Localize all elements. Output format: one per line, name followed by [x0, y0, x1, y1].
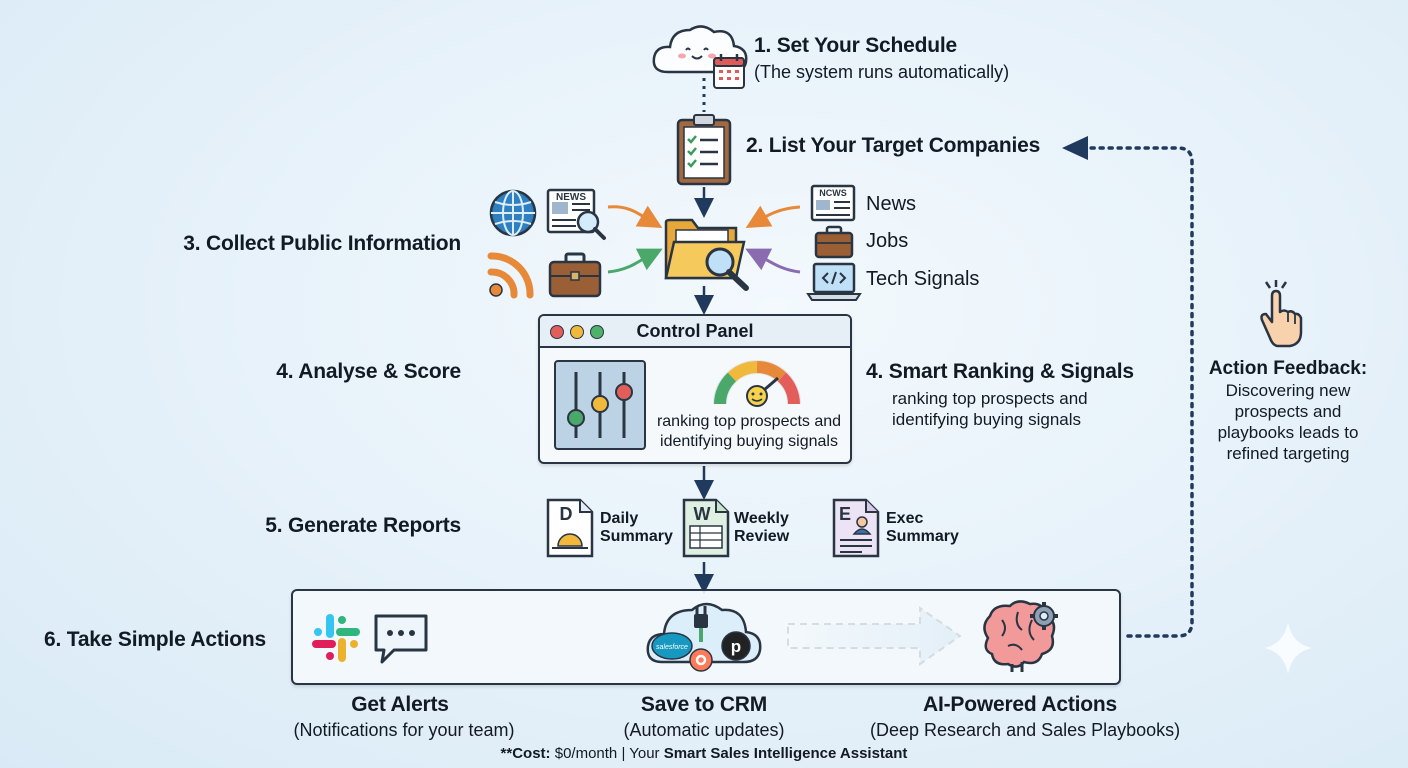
source-arrow-jobs-left [607, 248, 663, 274]
news-source-label: NCWS [819, 188, 847, 198]
laptop-code-icon [806, 262, 862, 307]
step4b-subtitle: ranking top prospects and identifying bu… [892, 388, 1088, 430]
step4b-title: 4. Smart Ranking & Signals [866, 360, 1134, 383]
source-arrow-news-left [607, 205, 663, 229]
score-gauge-icon [712, 356, 802, 417]
step2-title: 2. List Your Target Companies [746, 134, 1041, 157]
ai-title: AI-Powered Actions [923, 693, 1117, 716]
window-maximize-dot [590, 325, 604, 339]
feedback-loop-line [1088, 146, 1194, 638]
salesforce-label: salesforce [656, 644, 688, 651]
pipedrive-letter: p [731, 637, 741, 656]
alerts-subtitle: (Notifications for your team) [293, 720, 515, 740]
cloud-calendar-icon [650, 14, 750, 99]
feedback-l4: refined targeting [1226, 444, 1350, 463]
exec-l1: Exec [886, 510, 924, 527]
footer-cost-label: **Cost: [500, 745, 551, 762]
alerts-title: Get Alerts [351, 693, 449, 716]
step5-title: 5. Generate Reports [265, 514, 461, 537]
feedback-l1: Discovering new [1225, 381, 1351, 400]
step4b-sub2: identifying buying signals [892, 410, 1082, 429]
brain-gear-icon [978, 598, 1064, 677]
daily-l2: Summary [600, 528, 673, 545]
step4b-sub1: ranking top prospects and [892, 389, 1088, 408]
step3-title: 3. Collect Public Information [183, 232, 461, 255]
control-panel-window: Control Panel ranking top prospects and … [538, 314, 852, 464]
daily-letter: D [560, 504, 573, 524]
sliders-icon [554, 360, 646, 450]
daily-summary-label: Daily Summary [600, 510, 673, 546]
feedback-l2: prospects and [1234, 402, 1342, 421]
newspaper-magnifier-icon: NEWS [546, 188, 610, 245]
chat-bubble-icon [372, 612, 430, 671]
jobs-briefcase-icon [814, 225, 854, 263]
crm-cloud-plug-icon: salesforce p [644, 596, 764, 685]
sparkle-decoration [1264, 622, 1312, 674]
control-panel-line1: ranking top prospects and [656, 413, 842, 430]
source-tech-label: Tech Signals [866, 268, 980, 290]
weekly-letter: W [694, 504, 711, 524]
weekly-l2: Review [734, 528, 790, 545]
daily-summary-doc-icon: D [546, 498, 594, 563]
exec-letter: E [839, 504, 851, 524]
feedback-title: Action Feedback: [1208, 358, 1368, 379]
footer-cost: **Cost: $0/month | Your Smart Sales Inte… [0, 745, 1408, 762]
ai-subtitle: (Deep Research and Sales Playbooks) [870, 720, 1181, 740]
step1-title: 1. Set Your Schedule [754, 34, 957, 57]
step6-title: 6. Take Simple Actions [44, 628, 267, 651]
exec-summary-label: Exec Summary [886, 510, 959, 546]
exec-l2: Summary [886, 528, 959, 545]
folder-magnifier-icon [662, 208, 756, 297]
globe-icon [488, 188, 538, 243]
source-arrow-tech-right [745, 248, 801, 274]
feedback-text: Discovering new prospects and playbooks … [1190, 380, 1386, 464]
newspaper-label: NEWS [556, 192, 586, 203]
control-panel-text: ranking top prospects and identifying bu… [652, 412, 846, 452]
weekly-l1: Weekly [734, 510, 789, 527]
footer-assistant: Smart Sales Intelligence Assistant [663, 745, 908, 762]
window-close-dot [550, 325, 564, 339]
weekly-review-label: Weekly Review [734, 510, 789, 546]
source-news-label: News [866, 193, 917, 215]
exec-summary-doc-icon: E [832, 498, 880, 563]
weekly-review-doc-icon: W [682, 498, 730, 563]
source-arrow-news-right [745, 205, 801, 229]
rss-feed-icon [486, 248, 538, 305]
step1-subtitle: (The system runs automatically) [754, 62, 1010, 82]
slack-icon [310, 612, 362, 669]
clipboard-checklist-icon [676, 112, 732, 191]
control-panel-line2: identifying buying signals [660, 433, 838, 450]
step4-title: 4. Analyse & Score [276, 360, 461, 383]
control-panel-title: Control Panel [636, 321, 754, 341]
news-source-icon: NCWS [810, 184, 856, 227]
pointing-hand-icon [1248, 278, 1308, 355]
crm-title: Save to CRM [640, 693, 768, 716]
daily-l1: Daily [600, 510, 639, 527]
crm-subtitle: (Automatic updates) [623, 720, 785, 740]
source-jobs-label: Jobs [866, 230, 909, 252]
footer-cost-value: $0/month | Your [550, 745, 664, 762]
window-minimize-dot [570, 325, 584, 339]
briefcase-icon [548, 252, 602, 303]
feedback-loop-arrowhead [1062, 136, 1088, 160]
feedback-l3: playbooks leads to [1217, 423, 1359, 442]
